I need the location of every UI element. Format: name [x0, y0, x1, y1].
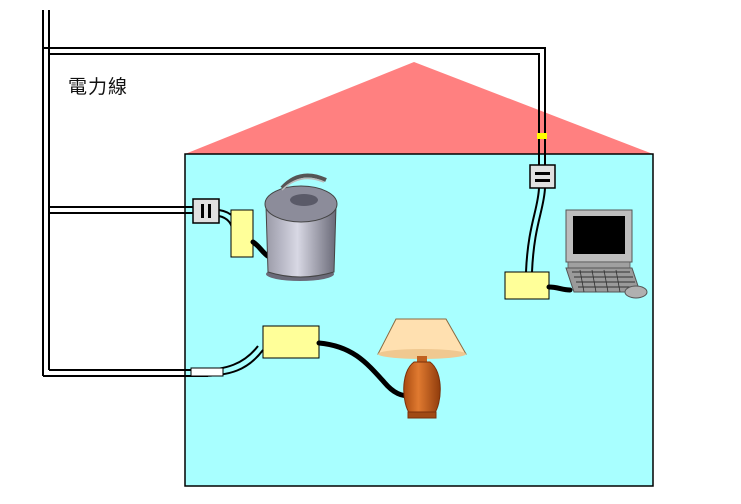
plc-adapter-kettle — [230, 209, 254, 258]
power-line-label: 電力線 — [68, 76, 129, 98]
roof — [185, 62, 653, 154]
lamp-feed-plug — [190, 367, 224, 377]
desktop-pc — [565, 209, 648, 299]
cable-marker — [537, 133, 547, 139]
plc-adapter-lamp — [262, 325, 320, 359]
table-lamp — [377, 318, 467, 419]
electric-kettle — [264, 173, 338, 281]
plc-adapter-pc — [504, 271, 550, 300]
power-line — [42, 10, 546, 377]
wall-outlet-right — [529, 164, 556, 189]
wall-outlet-left — [192, 198, 220, 224]
